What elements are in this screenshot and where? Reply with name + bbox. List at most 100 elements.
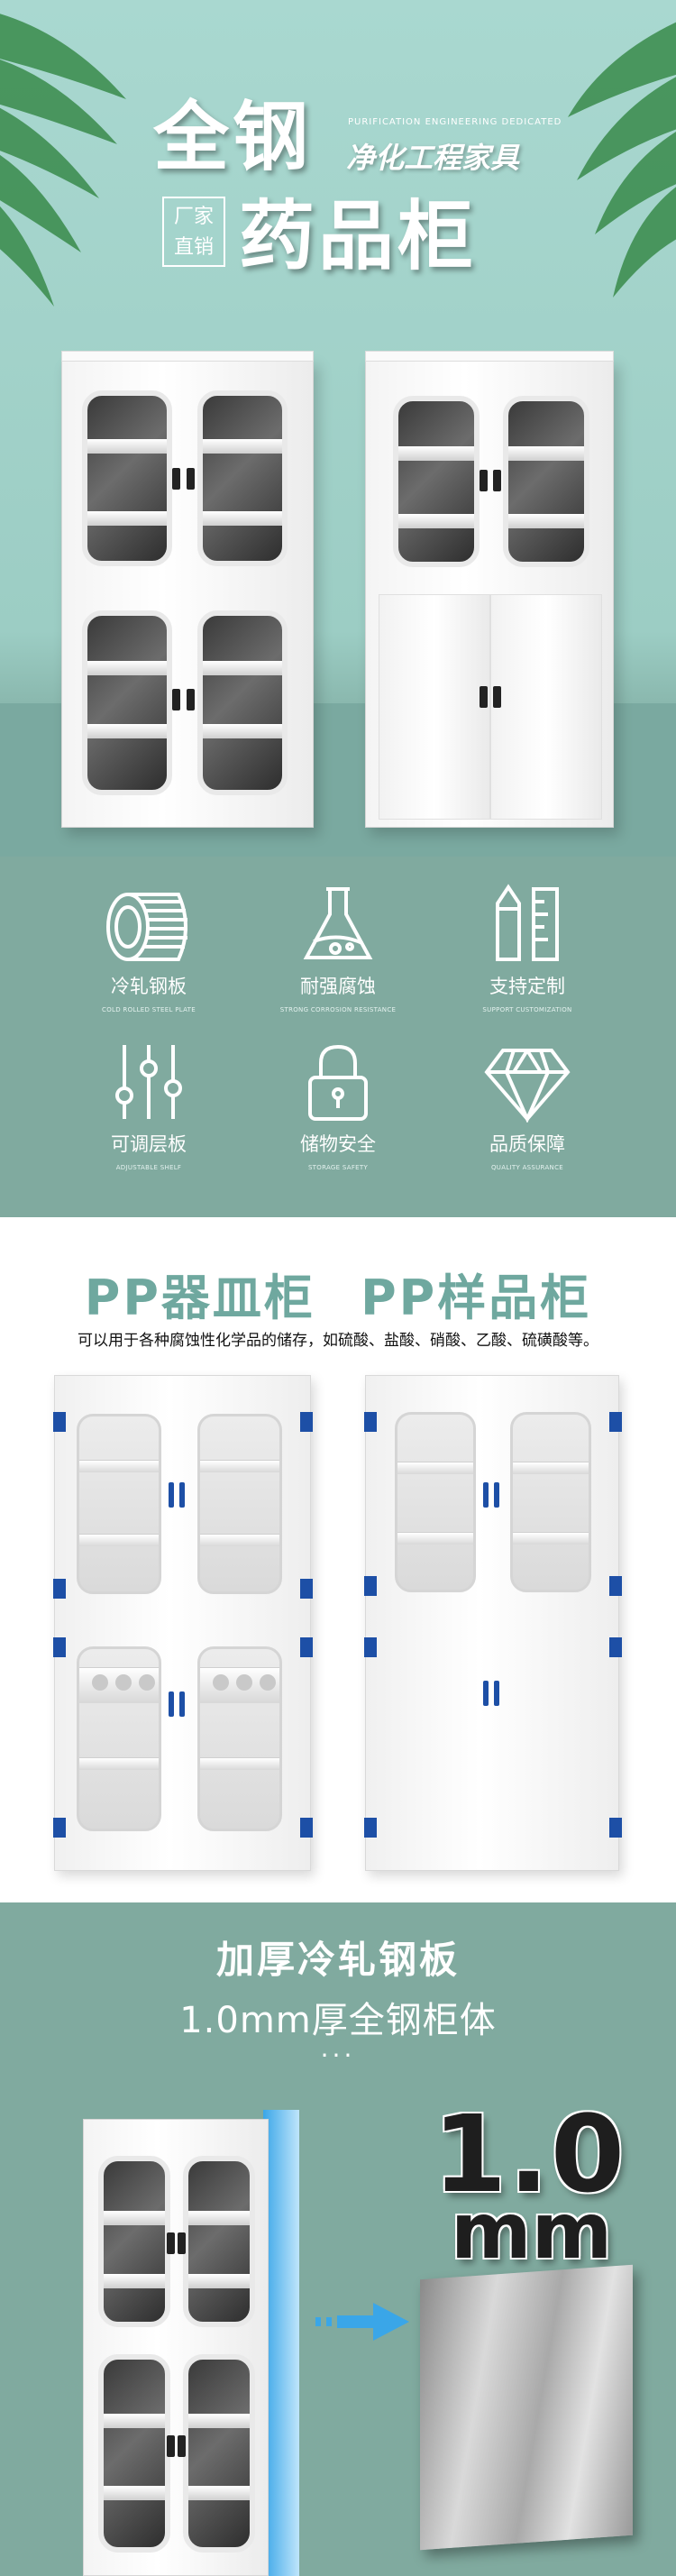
- pp-hinge: [53, 1637, 66, 1657]
- badge-line2: 直销: [173, 236, 214, 259]
- pp-handle: [169, 1691, 174, 1717]
- palm-leaf-left-icon: [0, 14, 126, 307]
- cabinet-top: [365, 351, 614, 362]
- pp-shelf: [200, 1460, 279, 1472]
- hero-subtitle-en: PURIFICATION ENGINEERING DEDICATED: [348, 117, 562, 127]
- feature-label-en: SUPPORT CUSTOMIZATION: [482, 1006, 572, 1013]
- pp-shelf: [79, 1534, 159, 1546]
- steel-dots: ...: [320, 2033, 356, 2063]
- door-handle: [493, 470, 501, 491]
- pp-hinge: [300, 1579, 313, 1599]
- cabinet-shelf: [188, 2274, 250, 2288]
- steel-plate: [420, 2264, 633, 2551]
- pp-handle: [179, 1691, 185, 1717]
- steel-cabinet-side: [83, 2101, 299, 2576]
- pp-hinge: [609, 1576, 622, 1596]
- cabinet-shelf: [398, 446, 474, 461]
- pp-shelf: [397, 1532, 473, 1545]
- pp-window: [395, 1412, 476, 1592]
- door-handle: [187, 689, 195, 710]
- feature-label-en: COLD ROLLED STEEL PLATE: [102, 1006, 196, 1013]
- pp-hinge: [300, 1637, 313, 1657]
- pp-hinge: [609, 1637, 622, 1657]
- hero-subtitle-cn: 净化工程家具: [346, 141, 520, 175]
- badge-line1: 厂家: [173, 206, 214, 228]
- sliders-icon: [115, 1045, 182, 1119]
- cabinet-window: [197, 390, 288, 566]
- pp-hinge: [53, 1579, 66, 1599]
- pp-hinge: [53, 1818, 66, 1838]
- pp-shelf: [513, 1532, 589, 1545]
- pp-hinge: [364, 1637, 377, 1657]
- pp-handle: [483, 1681, 489, 1706]
- cabinet-shelf: [188, 2414, 250, 2428]
- feature-label-en: STORAGE SAFETY: [307, 1164, 369, 1171]
- features-panel: 冷轧钢板 COLD ROLLED STEEL PLATE 耐强腐蚀 STRONG…: [0, 857, 676, 1217]
- cabinet-window: [183, 2156, 255, 2327]
- cabinet-shelf: [508, 446, 584, 461]
- pp-hole: [139, 1674, 155, 1691]
- pp-sample-cabinet: [364, 1375, 622, 1871]
- cabinet-solid-door: [490, 594, 602, 820]
- cabinet-front: [83, 2119, 269, 2576]
- steel-subtitle: 1.0mm厚全钢柜体: [179, 2000, 497, 2041]
- pp-handle: [494, 1482, 499, 1508]
- pp-shelf: [200, 1757, 279, 1770]
- cabinet-top: [61, 351, 314, 362]
- pp-hinge: [609, 1412, 622, 1432]
- flask-icon: [303, 887, 373, 959]
- pp-description: 可以用于各种腐蚀性化学品的储存，如硫酸、盐酸、硝酸、乙酸、硫磺酸等。: [78, 1332, 598, 1350]
- cabinet-shelf: [87, 439, 167, 454]
- cabinet-shelf: [87, 661, 167, 675]
- cabinet-window: [183, 2354, 255, 2553]
- feature-item: 支持定制 SUPPORT CUSTOMIZATION: [446, 884, 608, 1013]
- palm-leaf-right-icon: [568, 22, 676, 298]
- diamond-icon: [484, 1049, 571, 1123]
- door-handle: [167, 2435, 175, 2457]
- arrow-right-icon: [315, 2303, 409, 2341]
- pp-hinge: [609, 1818, 622, 1838]
- feature-item: 储物安全 STORAGE SAFETY: [257, 1041, 419, 1171]
- pp-shelf: [79, 1460, 159, 1472]
- pp-hinge: [364, 1576, 377, 1596]
- pp-hole: [236, 1674, 252, 1691]
- pp-window: [510, 1412, 591, 1592]
- pp-shelf: [513, 1462, 589, 1474]
- cabinet-shelf: [188, 2486, 250, 2500]
- cabinet-shelf: [203, 661, 282, 675]
- pp-hole: [92, 1674, 108, 1691]
- pp-title-right: PP样品柜: [361, 1270, 592, 1326]
- cabinet-window: [82, 390, 172, 566]
- steel-cabinet-half-glass: [365, 351, 614, 828]
- door-handle: [480, 686, 488, 708]
- cabinet-shelf: [203, 439, 282, 454]
- pp-vessel-cabinet: [53, 1375, 313, 1871]
- cabinet-solid-door: [379, 594, 490, 820]
- feature-label-en: QUALITY ASSURANCE: [491, 1164, 563, 1171]
- pp-hinge: [300, 1412, 313, 1432]
- pp-handle: [179, 1482, 185, 1508]
- steel-cabinet-glass: [61, 351, 314, 828]
- pp-titles: PP器皿柜 PP样品柜: [0, 1258, 676, 1329]
- pp-window: [77, 1414, 161, 1594]
- cabinet-window: [197, 610, 288, 795]
- door-handle: [480, 470, 488, 491]
- pp-hinge: [364, 1412, 377, 1432]
- cabinet-shelf: [203, 511, 282, 526]
- pp-handle: [169, 1482, 174, 1508]
- pp-window: [77, 1646, 161, 1831]
- feature-item: 品质保障 QUALITY ASSURANCE: [446, 1041, 608, 1171]
- pp-hole: [213, 1674, 229, 1691]
- pp-handle: [483, 1482, 489, 1508]
- door-handle: [172, 689, 180, 710]
- pp-shelf: [397, 1462, 473, 1474]
- thickness-unit: mm: [451, 2186, 613, 2277]
- pp-hole: [115, 1674, 132, 1691]
- cabinet-window: [98, 2354, 170, 2553]
- cabinet-shelf: [203, 724, 282, 738]
- factory-direct-badge: 厂家 直销: [162, 197, 225, 267]
- feature-label-en: STRONG CORROSION RESISTANCE: [279, 1006, 397, 1013]
- door-handle: [178, 2232, 186, 2254]
- feature-item: 耐强腐蚀 STRONG CORROSION RESISTANCE: [257, 884, 419, 1013]
- feature-label-cn: 储物安全: [300, 1133, 376, 1155]
